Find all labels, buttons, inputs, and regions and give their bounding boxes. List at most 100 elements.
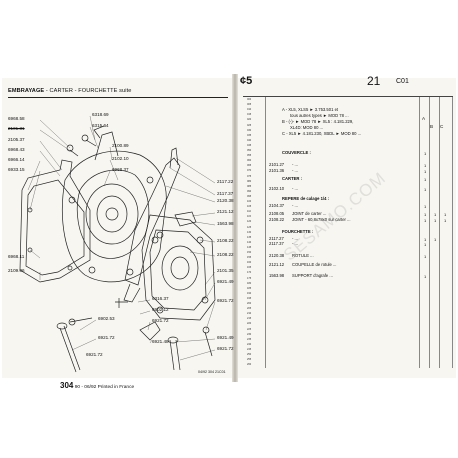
line-code: 020 xyxy=(247,118,252,122)
qty-mark: 1 xyxy=(424,274,427,279)
line-code: 250 xyxy=(247,353,252,356)
line-code: 030 xyxy=(247,128,252,132)
line-code: 260 xyxy=(247,363,252,367)
part-ref: 2120.38 xyxy=(269,253,285,258)
qty-mark: 1 xyxy=(424,237,427,242)
qty-mark: 1 xyxy=(424,187,427,192)
variant-line: C - XL5 ► 4.181.230, XBDL ► MOD 80 ... xyxy=(282,131,362,136)
callout-right: 2101.35 xyxy=(217,268,234,273)
line-code: 150 xyxy=(247,251,252,254)
qty-mark: 1 xyxy=(434,218,437,223)
variant-line: B - (-)- ► MOD 78 ► XL5 : 4.181.229, xyxy=(282,119,354,124)
line-code: 050 xyxy=(247,149,252,152)
line-code: 110 xyxy=(247,210,251,214)
parts-table-grid xyxy=(243,96,453,368)
line-code: 005 xyxy=(247,103,252,107)
callout-top: 6318.69 xyxy=(92,112,109,117)
line-code: 255 xyxy=(247,358,252,362)
callout-right: 1563.98 xyxy=(217,221,234,226)
callout-left: 2109.06 xyxy=(8,268,25,273)
variant-col-c: C xyxy=(440,124,444,129)
callout-right: 2121.12 xyxy=(217,209,234,214)
line-code: 015 xyxy=(247,113,252,117)
part-ref: 2121.12 xyxy=(269,262,285,267)
callout-top: 6968.37 xyxy=(112,167,129,172)
line-code: 195 xyxy=(247,296,252,300)
callout-right: 6921.72 xyxy=(217,298,234,303)
line-code: 205 xyxy=(247,307,252,311)
part-description: - ... xyxy=(292,203,299,208)
qty-mark: 1 xyxy=(434,212,437,217)
header-rule xyxy=(8,97,228,98)
part-description: JOINT de carter ... xyxy=(292,211,327,216)
line-code: 045 xyxy=(247,143,252,147)
title-main: EMBRAYAGE xyxy=(8,88,45,94)
line-code: 140 xyxy=(247,240,252,244)
part-description: - ... xyxy=(292,236,299,241)
part-ref: 2101.36 xyxy=(269,168,285,173)
variant-col-b: B xyxy=(430,124,434,129)
callout-right: 2108.22 xyxy=(217,238,234,243)
line-code: 095 xyxy=(247,194,252,198)
part-description: JOINT - 60,8x78x0 sur carter ... xyxy=(292,217,351,222)
callout-bottom: 6921.72 xyxy=(98,335,115,340)
line-code: 220 xyxy=(247,322,252,326)
line-code: 010 xyxy=(247,108,252,112)
callout-left: 6968.58 xyxy=(8,116,25,121)
line-code: 180 xyxy=(247,281,252,285)
part-description: - ... xyxy=(292,168,299,173)
qty-mark: 1 xyxy=(444,218,447,223)
line-code: 185 xyxy=(247,286,252,290)
part-ref: 2102.10 xyxy=(269,186,285,191)
qty-mark: 1 xyxy=(424,163,427,168)
line-code: 055 xyxy=(247,154,252,158)
line-code: 215 xyxy=(247,317,252,321)
line-code: 075 xyxy=(247,174,252,178)
callout-right: 2120.38 xyxy=(217,198,234,203)
line-code: 135 xyxy=(247,235,252,239)
line-code: 190 xyxy=(247,291,252,295)
callout-bottom: 6921.72 xyxy=(86,352,103,357)
line-code: 065 xyxy=(247,164,252,168)
callout-right: 2117.22 xyxy=(217,179,234,184)
qty-mark: 1 xyxy=(424,204,427,209)
line-code: 240 xyxy=(247,342,252,346)
callout-bottom: 6316.37 xyxy=(152,296,169,301)
line-code: 160 xyxy=(247,261,252,265)
callout-right: 2117.37 xyxy=(217,191,234,196)
line-code: 230 xyxy=(247,332,252,336)
section-number: 21 xyxy=(367,74,381,88)
callout-bottom: 6902.53 xyxy=(98,316,115,321)
page-title: EMBRAYAGE - CARTER - FOURCHETTE suite xyxy=(8,88,131,94)
part-description: ROTULE ... xyxy=(292,253,314,258)
callout-top: 2100.89 xyxy=(112,143,129,148)
qty-mark: 1 xyxy=(424,254,427,259)
page-footer: 304 90 - 06/92 Printed in France xyxy=(60,381,134,390)
part-ref: 2101.27 xyxy=(269,162,285,167)
part-ref: 2108.05 xyxy=(269,211,285,216)
qty-mark: 1 xyxy=(424,218,427,223)
line-code: 170 xyxy=(247,271,252,275)
variant-col-a: A xyxy=(422,116,426,121)
line-code: 025 xyxy=(247,123,252,127)
part-ref: 2117.37 xyxy=(269,241,284,246)
line-code: 060 xyxy=(247,159,252,163)
callout-left: 6933.15 xyxy=(8,167,25,172)
page-number: 304 xyxy=(60,381,74,390)
callout-right: 6921.72 xyxy=(217,346,234,351)
line-code: 130 xyxy=(247,230,252,234)
line-code: 090 xyxy=(247,189,252,193)
part-group-heading: CARTER : xyxy=(282,176,303,181)
line-code: 155 xyxy=(247,256,252,260)
callout-left: 6968.11 xyxy=(8,254,25,259)
section-code: C01 xyxy=(396,78,409,85)
line-code: 070 xyxy=(247,169,252,173)
title-sub: - CARTER - FOURCHETTE suite xyxy=(44,88,132,94)
line-code: 245 xyxy=(247,347,252,351)
line-code: 145 xyxy=(247,245,252,249)
line-code: 040 xyxy=(247,138,252,142)
callout-right: 6921.49 xyxy=(217,335,234,340)
part-ref: 1563.98 xyxy=(269,273,285,278)
part-ref: 2104.37 xyxy=(269,203,285,208)
